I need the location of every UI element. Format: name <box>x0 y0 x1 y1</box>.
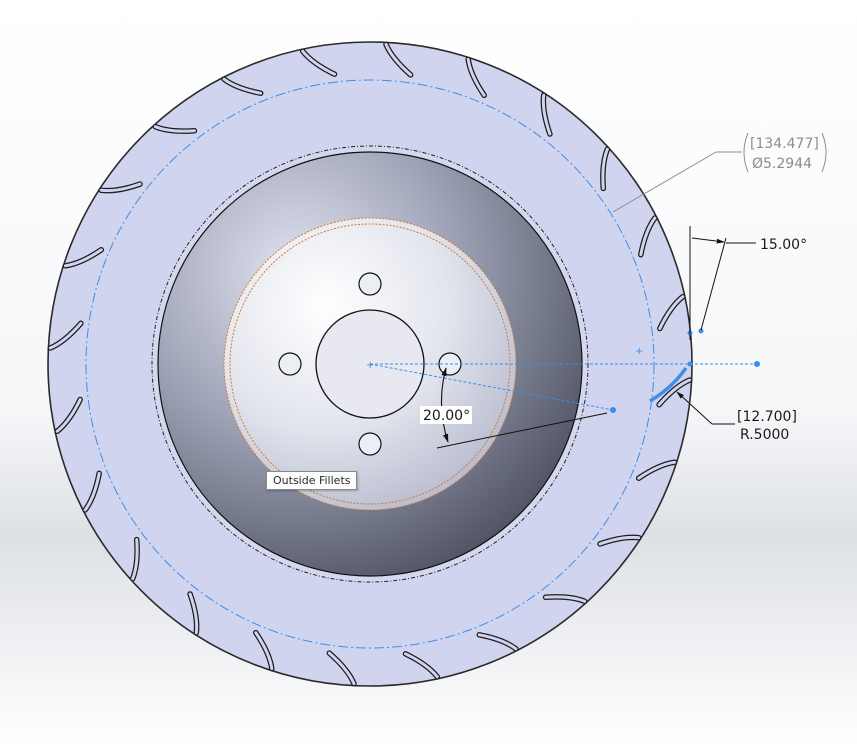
tread-groove-inner <box>153 125 196 133</box>
fillet-bracket-label: [12.700] <box>737 409 797 425</box>
tread-groove-inner <box>55 398 82 433</box>
fillet-radius-dimension[interactable]: [12.700] R.5000 <box>676 391 797 443</box>
tread-groove-inner <box>541 93 552 136</box>
reference-diameter-label: Ø5.2944 <box>752 156 812 172</box>
pattern-construction-circle[interactable] <box>85 79 655 649</box>
tread-groove-inner <box>48 321 83 350</box>
angle-dimension-15[interactable]: 15.00° <box>689 226 807 340</box>
tread-groove-inner <box>327 651 356 686</box>
angle-15-label: 15.00° <box>760 237 807 253</box>
lug-hole-left[interactable] <box>278 352 302 376</box>
reference-value-label: [134.477] <box>750 136 819 152</box>
lug-hole-bottom[interactable] <box>358 432 382 456</box>
tread-groove-inner <box>63 248 103 268</box>
tread-groove-inner <box>601 147 609 190</box>
tread-groove-inner <box>131 538 139 581</box>
tread-groove-inner <box>657 378 692 407</box>
sketch-point-marker: + <box>635 346 643 357</box>
tread-groove-inner <box>466 57 486 97</box>
outside-fillets-tooltip: Outside Fillets <box>266 471 358 490</box>
tread-groove-inner <box>301 49 336 76</box>
tread-groove-inner <box>384 42 413 77</box>
tread-groove-inner <box>598 535 641 546</box>
tread-groove-inner <box>477 633 518 651</box>
tread-groove-inner <box>404 652 439 679</box>
tread-groove-inner <box>254 631 274 671</box>
tread-groove-inner <box>544 595 587 603</box>
tread-groove-inner <box>222 77 263 95</box>
reference-diameter-dimension[interactable]: [134.477] Ø5.2944 <box>612 132 827 213</box>
tread-groove-inner <box>639 216 657 257</box>
tread-groove-inner <box>83 471 101 512</box>
tread-grooves[interactable] <box>47 41 693 687</box>
angle-20-label: 20.00° <box>423 408 470 424</box>
fillet-radius-label: R.5000 <box>740 427 789 443</box>
lug-hole-top[interactable] <box>358 272 382 296</box>
tread-groove-inner <box>637 460 677 480</box>
angle-dimension-20[interactable]: 20.00° <box>420 367 608 449</box>
selected-fillet-edge[interactable] <box>649 366 688 403</box>
tread-groove-inner <box>188 592 199 635</box>
origin-marker: + <box>366 360 374 371</box>
tread-groove-inner <box>658 295 685 330</box>
tread-groove-inner <box>99 182 142 193</box>
